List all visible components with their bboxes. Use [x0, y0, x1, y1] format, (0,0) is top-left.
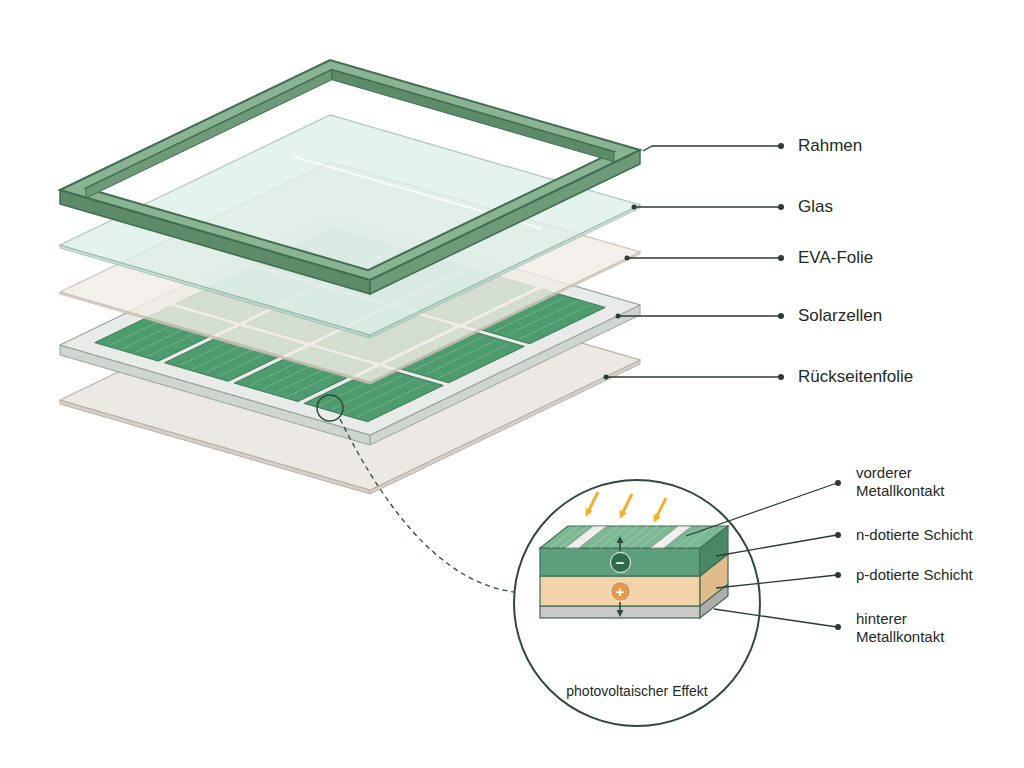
- frame: [60, 60, 640, 280]
- texture-line: [685, 526, 713, 548]
- frame-side: [60, 190, 370, 294]
- leader-line: [716, 535, 837, 556]
- sun-ray: [621, 494, 632, 516]
- leader-line: [606, 376, 780, 377]
- cell-block: [540, 526, 728, 618]
- leader-dot: [835, 532, 841, 538]
- zoom-marker: [317, 395, 343, 421]
- front-contact: [565, 526, 607, 548]
- leader-dot: [778, 255, 784, 261]
- frame-inner-wall: [86, 70, 332, 198]
- leader-line: [716, 575, 837, 588]
- part-label: Rückseitenfolie: [798, 367, 913, 387]
- sun-ray: [587, 492, 598, 514]
- leader-dot: [778, 204, 784, 210]
- leader-line: [643, 146, 780, 151]
- leader-dot: [835, 624, 841, 630]
- leader-lines: [606, 146, 837, 627]
- part-label: Solarzellen: [798, 306, 882, 326]
- charge-circle: −: [610, 552, 631, 573]
- caption: photovoltaischer Effekt: [566, 683, 707, 699]
- cell-stripe: [520, 305, 590, 339]
- leader-line: [686, 483, 837, 536]
- part-label: EVA-Folie: [798, 248, 873, 268]
- p-layer: [540, 576, 700, 606]
- solar-panel: [60, 60, 640, 494]
- cell-stripe: [358, 383, 428, 417]
- charge-arrow: [619, 539, 621, 551]
- leader-dot: [778, 313, 784, 319]
- leader-line: [618, 315, 780, 316]
- part-label: Rahmen: [798, 136, 862, 156]
- part-label: p-dotierte Schicht: [856, 566, 973, 584]
- leader-line: [634, 206, 780, 207]
- cell-texture: [550, 526, 713, 548]
- sun-ray: [655, 498, 666, 520]
- n-layer: [540, 548, 700, 576]
- leader-dot: [778, 143, 784, 149]
- charge-sign: +: [616, 584, 625, 599]
- leader-dot: [616, 314, 621, 319]
- leader-dot: [835, 480, 841, 486]
- zoom-line: [340, 419, 514, 592]
- front-contact: [650, 526, 692, 548]
- charge-sign: −: [616, 555, 625, 570]
- leader-dot: [778, 374, 784, 380]
- detail-circle: photovoltaischer Effekt − +: [513, 479, 761, 727]
- part-label: Glas: [798, 197, 833, 217]
- cell-stripe: [345, 379, 415, 413]
- part-label: n-dotierte Schicht: [856, 526, 973, 544]
- leader-dot: [632, 205, 637, 210]
- frame-side: [370, 150, 640, 294]
- charge-circle: +: [610, 581, 631, 602]
- cell-stripe: [439, 344, 509, 378]
- detail-ground: [513, 479, 761, 727]
- charge-arrow: [619, 602, 621, 614]
- part-label: vorderer Metallkontakt: [856, 464, 976, 500]
- detail-outline: [514, 480, 760, 726]
- leader-line: [627, 257, 780, 258]
- frame-inner-wall: [332, 70, 614, 162]
- part-label: hinterer Metallkontakt: [856, 610, 976, 646]
- leader-dots: [604, 143, 842, 630]
- leader-line: [714, 609, 837, 627]
- leader-dot: [835, 572, 841, 578]
- cell-top: [540, 526, 728, 548]
- leader-dot: [604, 375, 609, 380]
- leader-dot: [625, 256, 630, 261]
